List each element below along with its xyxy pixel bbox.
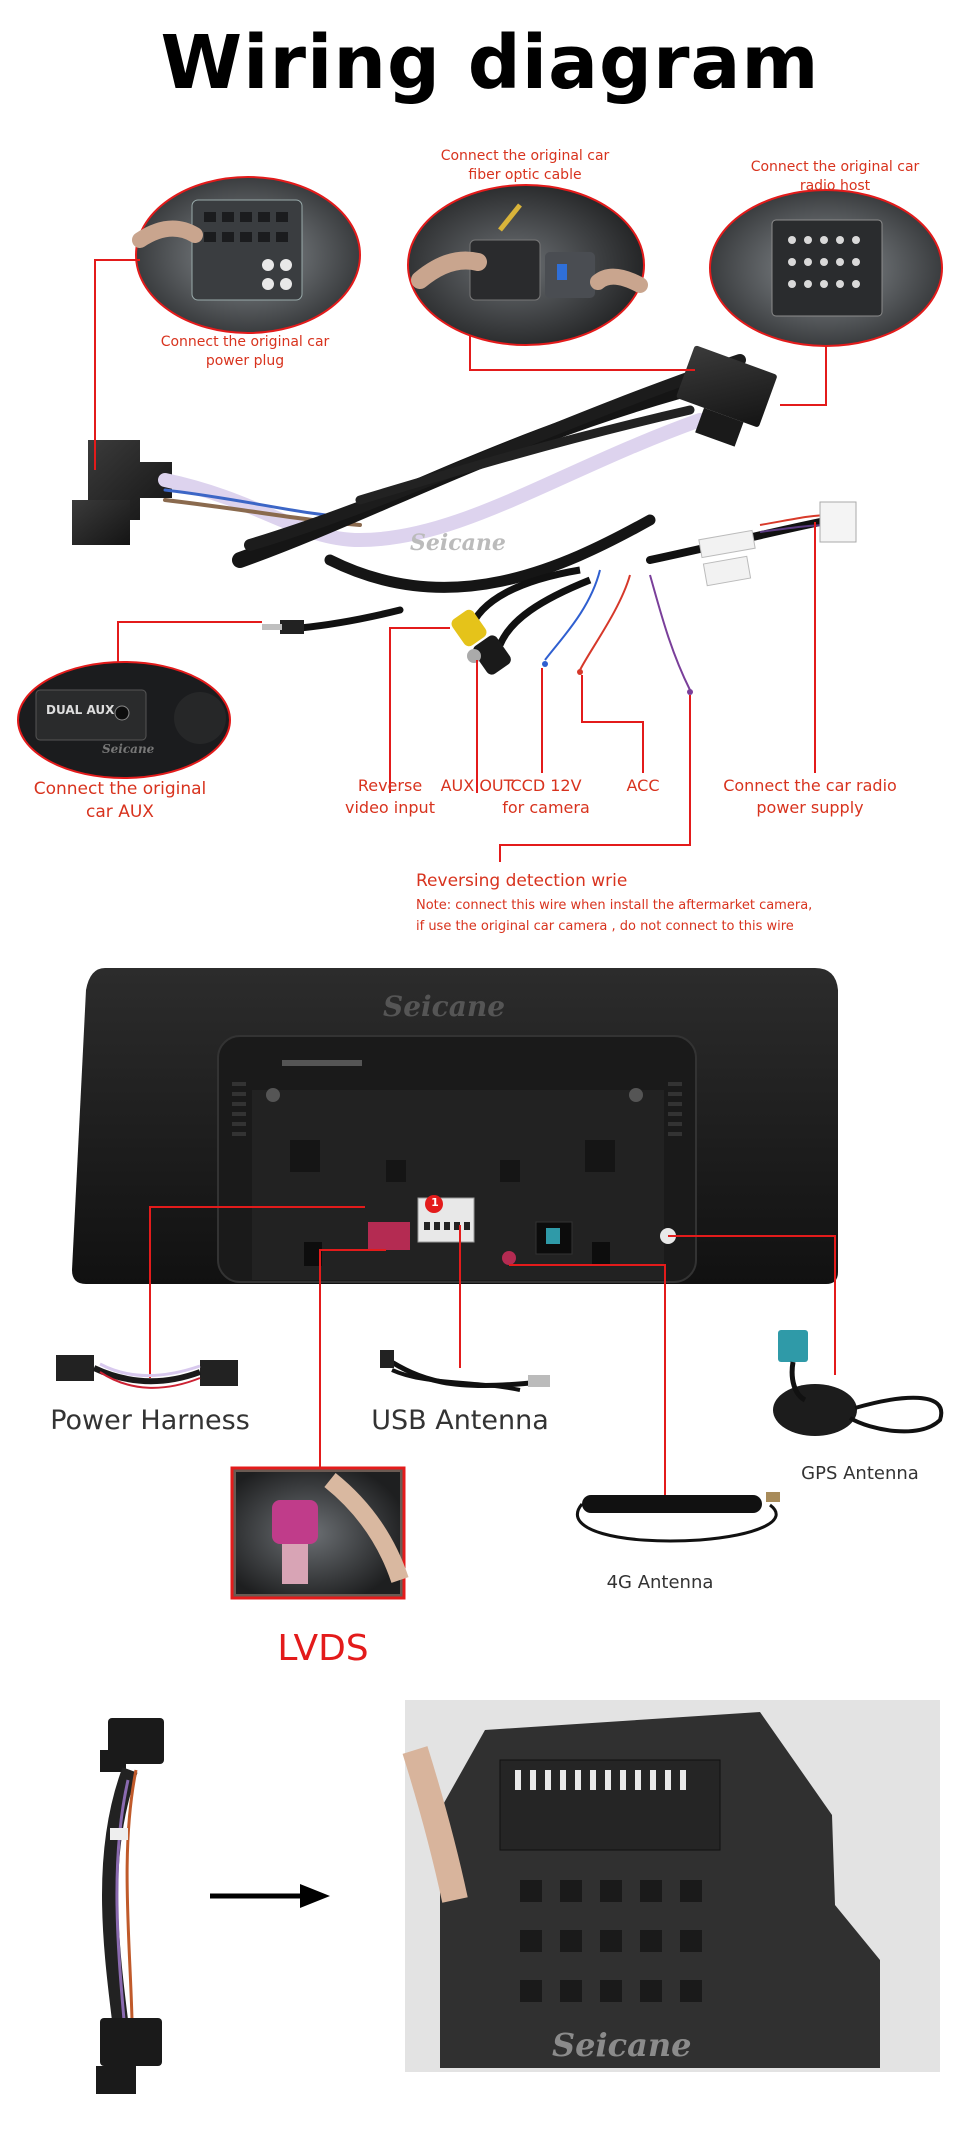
label-ccd-line1: CCD 12V <box>510 776 582 795</box>
dual-aux-photo <box>17 661 231 779</box>
label-aux-out: AUX OUT <box>440 776 514 795</box>
dual-aux-watermark: Seicane <box>102 742 155 756</box>
radio-host-photo <box>709 189 943 347</box>
label-acc: ACC <box>626 776 660 795</box>
label-fiber-optic-line1: Connect the original car <box>440 148 610 164</box>
label-gps-antenna: GPS Antenna <box>801 1463 919 1484</box>
label-power-plug: Connect the original car power plug <box>140 333 350 371</box>
label-radio-host: Connect the original car radio host <box>730 158 940 196</box>
label-ccd: CCD 12V for camera <box>496 775 596 818</box>
main-wiring-harness <box>72 345 857 695</box>
label-radio-host-line1: Connect the original car <box>750 159 920 175</box>
reversing-note: Note: connect this wire when install the… <box>416 896 812 938</box>
connector-closeup-photo <box>402 1700 940 2072</box>
label-fiber-optic: Connect the original car fiber optic cab… <box>420 147 630 185</box>
label-ccd-line2: for camera <box>502 797 590 817</box>
label-reverse-video-line2: video input <box>345 797 435 817</box>
label-fiber-optic-line2: fiber optic cable <box>468 166 582 183</box>
label-usb-antenna: USB Antenna <box>371 1405 549 1436</box>
usb-antenna-image <box>380 1350 550 1392</box>
label-reverse-video-line1: Reverse <box>357 776 423 795</box>
short-harness-image <box>96 1718 164 2094</box>
power-plug-photo <box>132 176 361 334</box>
label-car-aux: Connect the original car AUX <box>20 778 220 824</box>
label-lvds: LVDS <box>277 1628 369 1669</box>
port-badge-number: 1 <box>431 1196 439 1209</box>
lvds-photo <box>230 1466 409 1600</box>
power-harness-image <box>56 1355 238 1389</box>
label-power-supply: Connect the car radio power supply <box>710 775 910 818</box>
label-radio-host-line2: radio host <box>799 177 871 194</box>
reversing-note-line1: Note: connect this wire when install the… <box>416 898 813 913</box>
callout-lines-unit <box>149 1206 836 1498</box>
4g-antenna-image <box>575 1492 780 1543</box>
head-unit-back <box>72 968 838 1284</box>
port-badge <box>425 1195 443 1213</box>
label-reverse-video: Reverse video input <box>330 775 450 818</box>
label-4g-antenna: 4G Antenna <box>606 1572 714 1593</box>
label-power-plug-line2: power plug <box>205 352 285 369</box>
reversing-note-line2: if use the original car camera , do not … <box>416 918 794 934</box>
harness-watermark: Seicane <box>410 530 506 556</box>
label-power-harness: Power Harness <box>50 1405 250 1436</box>
unit-watermark: Seicane <box>383 990 505 1023</box>
label-power-supply-line1: Connect the car radio <box>723 776 897 795</box>
callout-lines-top <box>94 259 827 862</box>
arrow-right-icon <box>210 1884 330 1908</box>
gps-antenna-image <box>773 1330 944 1436</box>
reversing-title: Reversing detection wrie <box>416 871 628 891</box>
label-car-aux-line2: car AUX <box>86 801 154 822</box>
page-title: Wiring diagram <box>160 20 820 106</box>
label-power-plug-line1: Connect the original car <box>160 334 330 350</box>
connector-watermark: Seicane <box>552 2026 691 2064</box>
label-car-aux-line1: Connect the original <box>33 779 207 799</box>
fiber-optic-photo <box>407 184 648 346</box>
dual-aux-text: DUAL AUX <box>46 703 115 717</box>
label-power-supply-line2: power supply <box>756 797 864 817</box>
